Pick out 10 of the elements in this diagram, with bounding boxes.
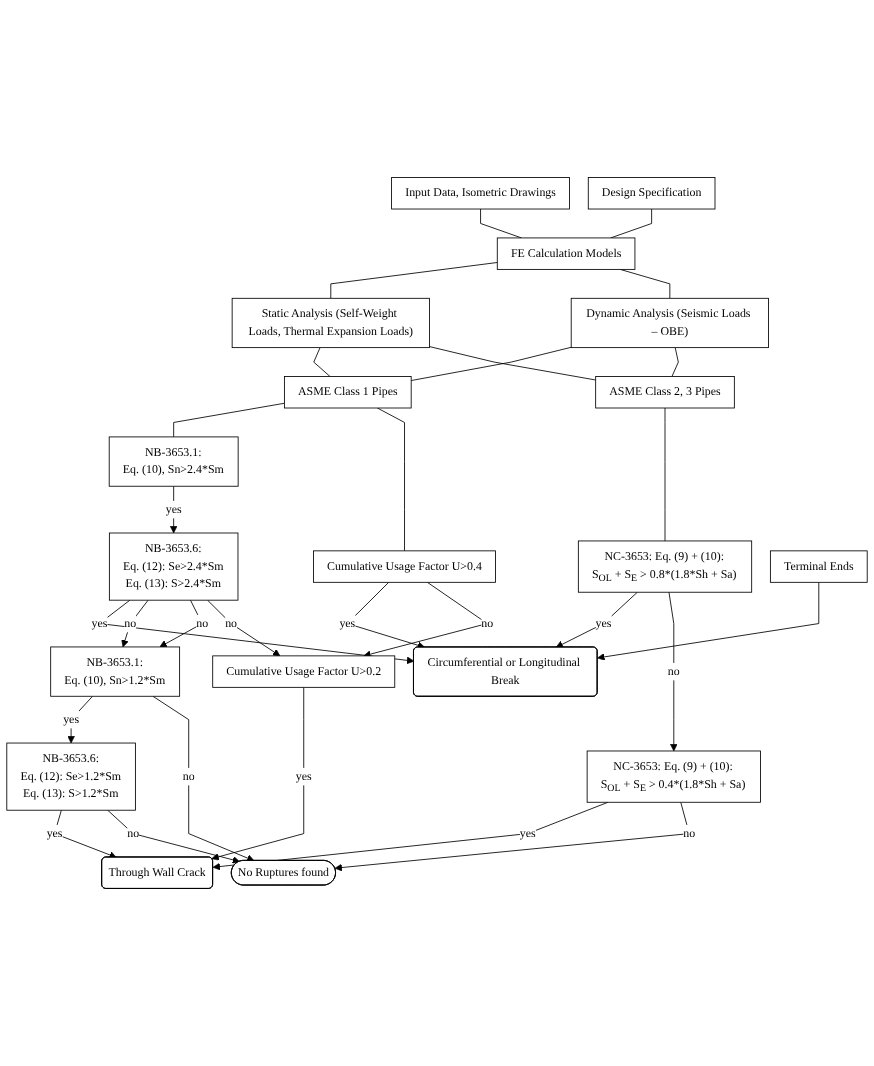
connector	[619, 268, 671, 299]
connector	[664, 407, 666, 542]
connector	[610, 208, 653, 239]
connector	[173, 402, 285, 438]
connector	[410, 346, 572, 381]
connector	[376, 407, 405, 552]
connector	[480, 208, 522, 239]
connector	[671, 347, 679, 377]
connector	[330, 262, 498, 299]
connector	[429, 346, 597, 381]
